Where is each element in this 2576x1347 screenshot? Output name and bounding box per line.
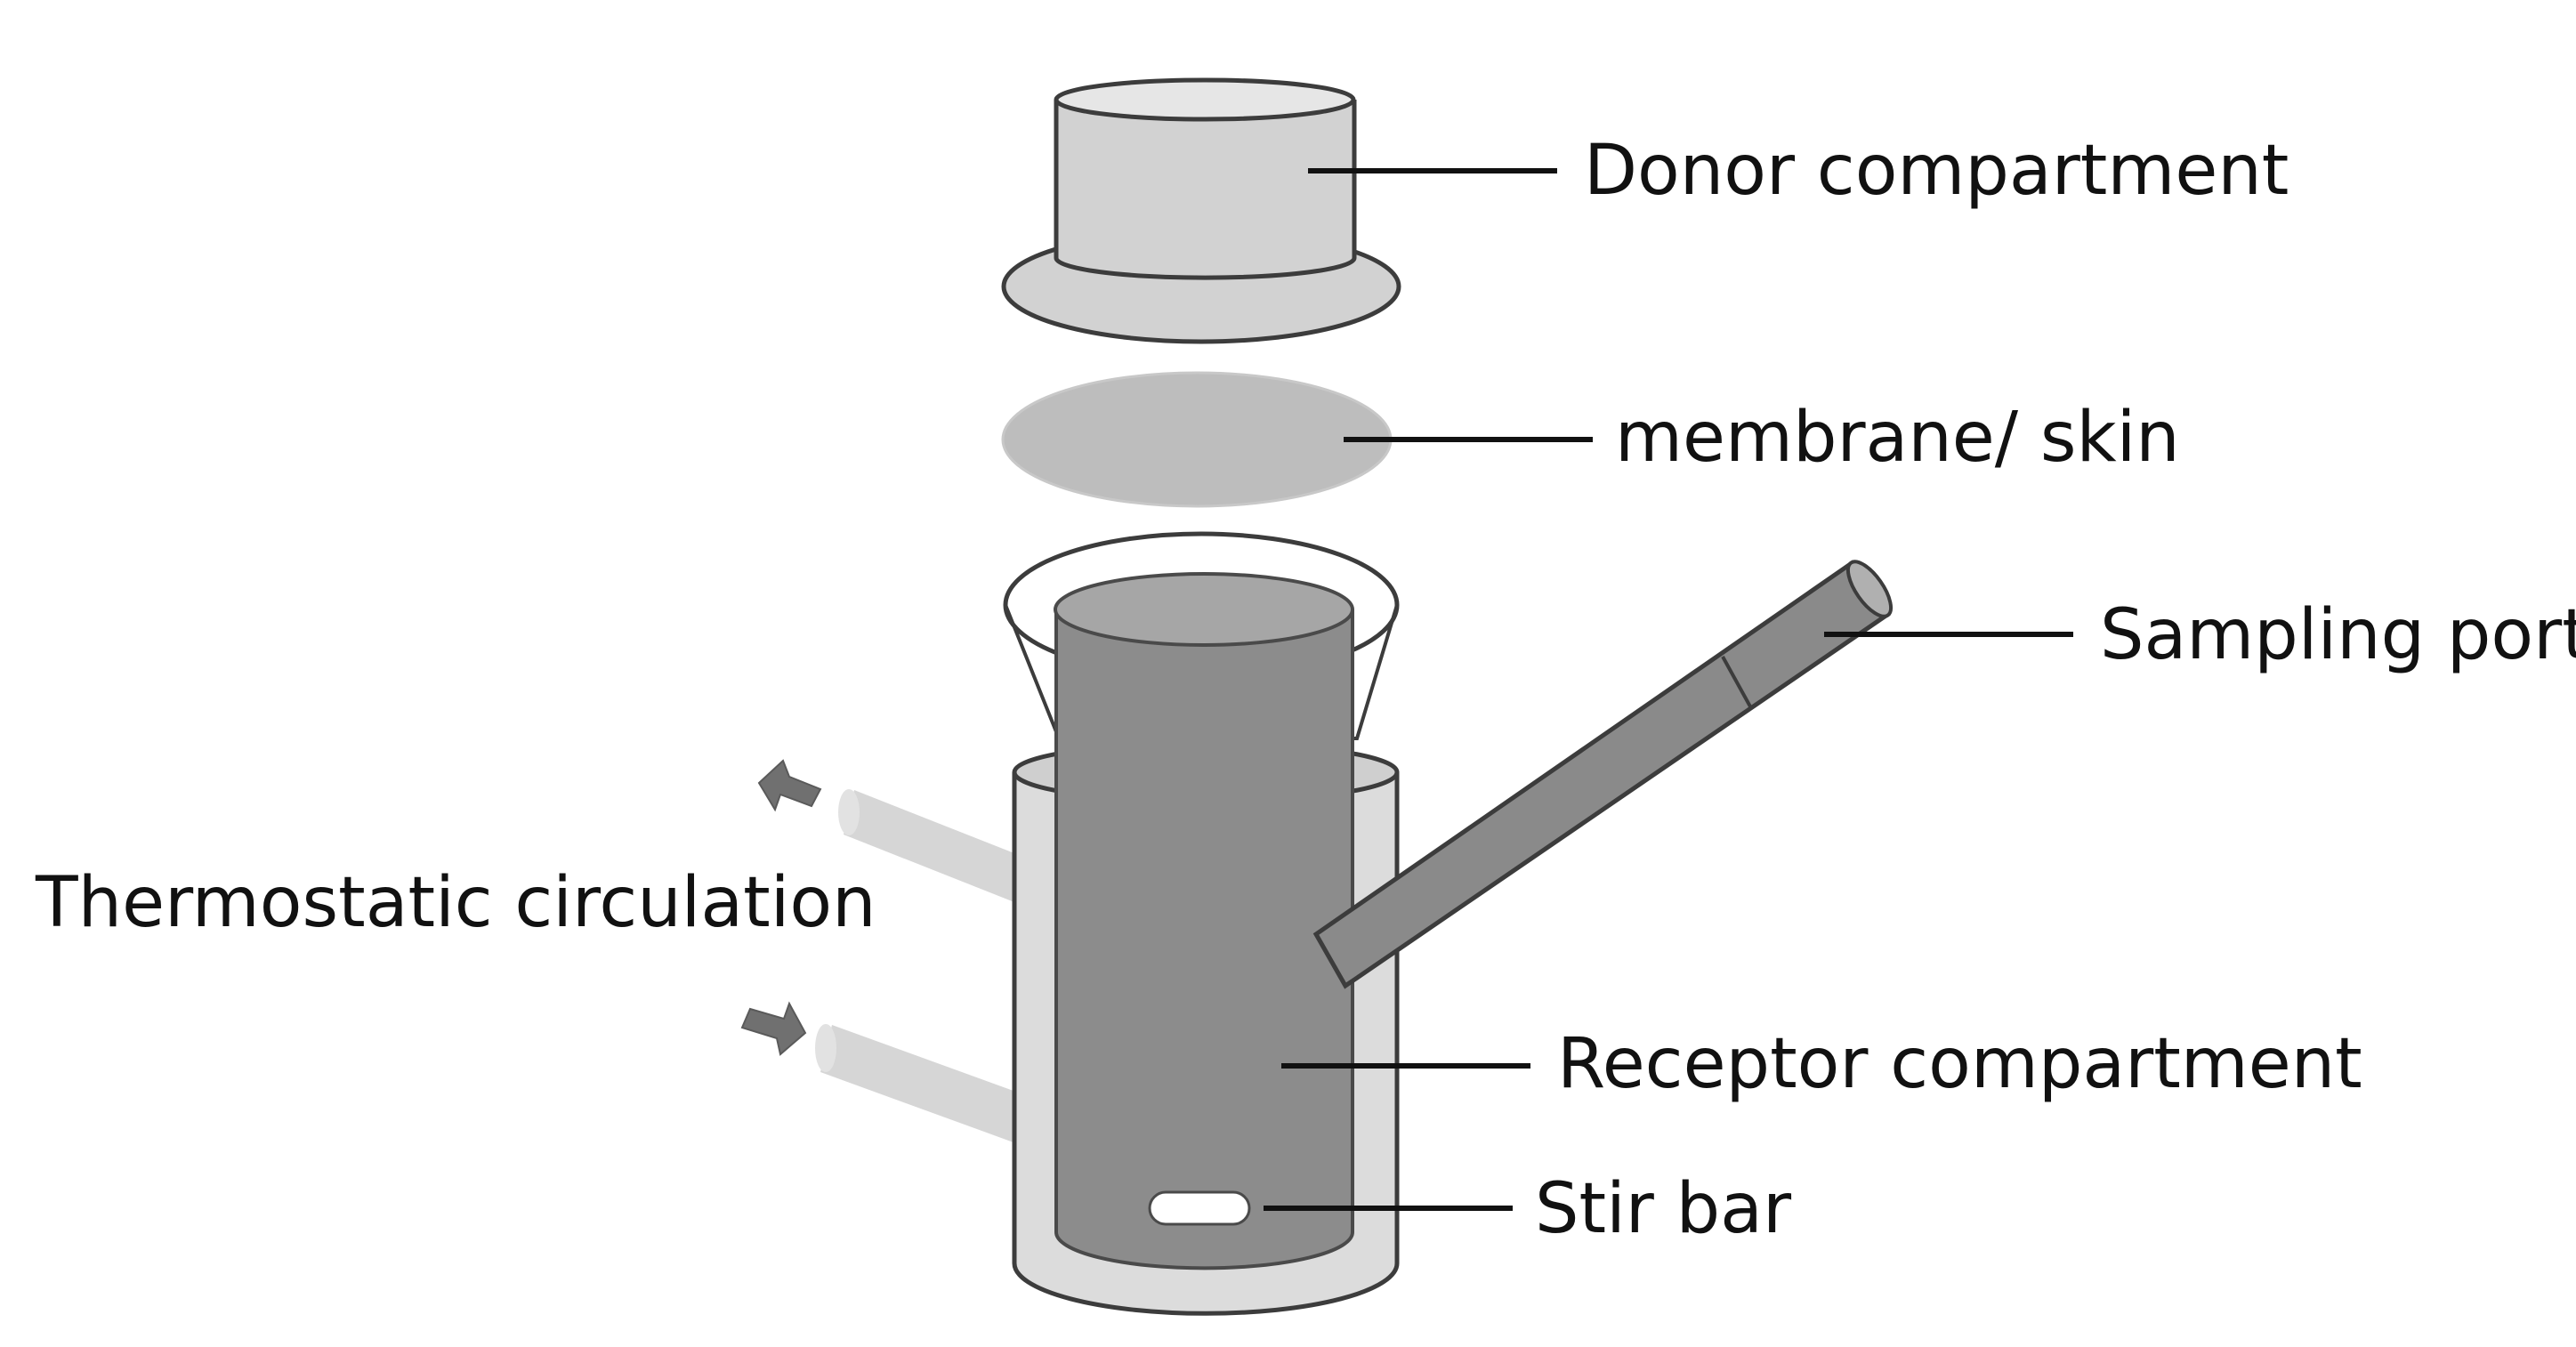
sampling-port	[1312, 560, 1894, 989]
sampling-label: Sampling port	[2100, 595, 2576, 675]
circulation-tubes	[815, 789, 1023, 1146]
thermo-label: Thermostatic circulation	[35, 863, 876, 943]
membrane-label: membrane/ skin	[1615, 398, 2180, 478]
outflow-arrow-icon	[757, 759, 822, 812]
membrane-disc	[1001, 371, 1393, 508]
stir-bar	[1148, 1190, 1251, 1226]
receptor-compartment	[1054, 572, 1354, 1270]
donor-label: Donor compartment	[1584, 131, 2289, 211]
receptor-label: Receptor compartment	[1557, 1024, 2362, 1104]
donor-compartment	[1001, 77, 1401, 344]
stir-label: Stir bar	[1535, 1169, 1792, 1249]
inflow-arrow-icon	[740, 1001, 807, 1056]
